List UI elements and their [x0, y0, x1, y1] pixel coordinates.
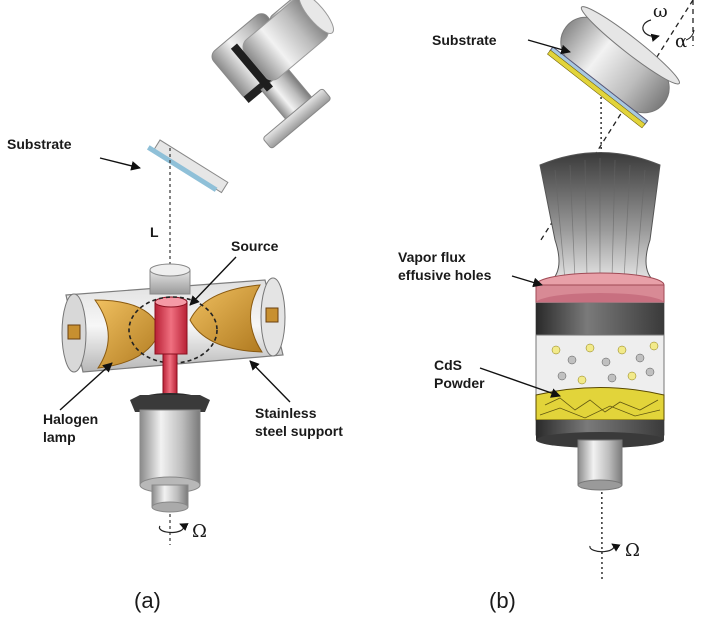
- rotation-arrow-b: [589, 543, 621, 553]
- label-alpha: α: [675, 31, 687, 52]
- label-stainless-2: steel support: [255, 423, 343, 439]
- rotation-arrow-a: [158, 523, 189, 534]
- rotation-arrow-omega: [642, 19, 660, 42]
- caption-a: (a): [134, 588, 161, 613]
- vapor-flux: [539, 152, 661, 283]
- rotation-stem: [577, 439, 623, 491]
- label-omega-a: Ω: [192, 521, 207, 542]
- panel-b: Substrate ω α Vapor flux effusive holes …: [398, 0, 695, 613]
- source-crucible: [128, 296, 218, 397]
- label-omega-small: ω: [653, 1, 668, 22]
- label-cds-2: Powder: [434, 375, 485, 391]
- label-substrate-b: Substrate: [432, 32, 497, 48]
- label-vapor-2: effusive holes: [398, 267, 492, 283]
- tilt-line: [538, 0, 694, 244]
- label-halogen-1: Halogen: [43, 411, 98, 427]
- crucible-body: [535, 302, 665, 448]
- label-vapor-1: Vapor flux: [398, 249, 466, 265]
- label-omega-b: Ω: [625, 540, 640, 561]
- label-cds-1: CdS: [434, 357, 462, 373]
- stainless-support: [130, 393, 210, 513]
- panel-a: Substrate L Source Halogen lamp Stainles…: [7, 0, 343, 613]
- substrate-holder-a: [146, 0, 334, 194]
- label-substrate-a: Substrate: [7, 136, 72, 152]
- label-halogen-2: lamp: [43, 429, 76, 445]
- label-length: L: [150, 224, 159, 240]
- caption-b: (b): [489, 588, 516, 613]
- substrate-disk-b: [547, 6, 680, 129]
- label-stainless-1: Stainless: [255, 405, 317, 421]
- label-source: Source: [231, 238, 279, 254]
